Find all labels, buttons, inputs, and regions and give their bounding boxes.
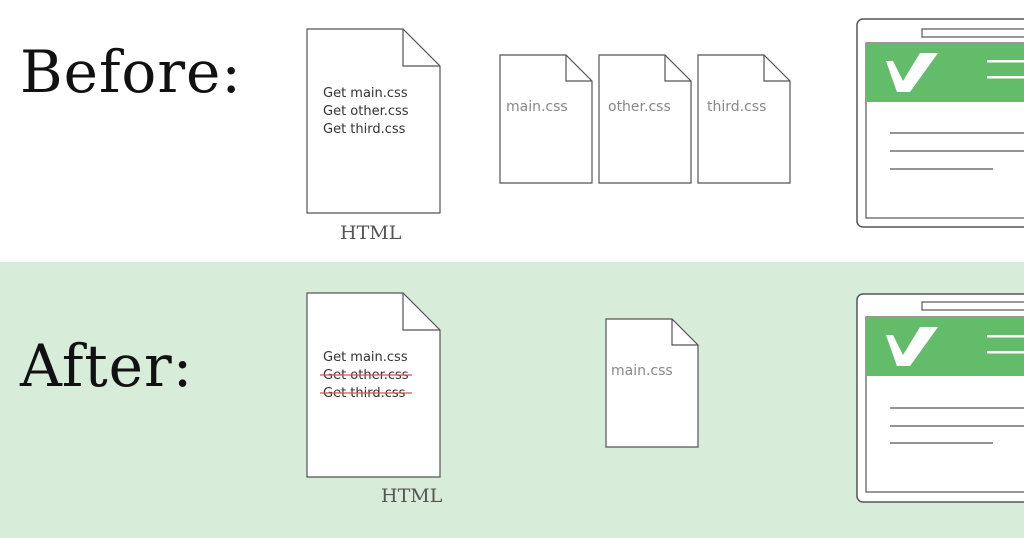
before-html-line-2: Get other.css — [323, 104, 409, 119]
after-browser-window-icon — [856, 293, 1024, 503]
before-heading: Before: — [20, 38, 242, 106]
after-css-file-1-label: main.css — [611, 363, 673, 379]
before-hamburger-menu-icon — [987, 60, 1024, 79]
before-html-line-1: Get main.css — [323, 86, 408, 101]
before-checkmark-logo-icon — [886, 53, 938, 92]
after-css-file-1-document-icon — [605, 318, 699, 448]
before-html-line-3: Get third.css — [323, 122, 406, 137]
before-html-document-icon — [306, 28, 441, 214]
before-css-file-2-document-icon — [598, 54, 692, 184]
after-heading: After: — [20, 332, 194, 400]
before-html-caption: HTML — [340, 222, 402, 244]
after-html-document-icon — [306, 292, 441, 478]
before-css-file-1-document-icon — [499, 54, 593, 184]
before-panel: Before: — [0, 0, 1024, 262]
before-css-file-3-document-icon — [697, 54, 791, 184]
before-css-file-3-label: third.css — [707, 99, 766, 115]
before-css-file-1-label: main.css — [506, 99, 568, 115]
after-checkmark-logo-icon — [886, 327, 938, 366]
after-panel: After: — [0, 262, 1024, 538]
before-browser-window-icon — [856, 18, 1024, 228]
after-hamburger-menu-icon — [987, 335, 1024, 354]
after-html-caption: HTML — [381, 485, 443, 507]
before-css-file-2-label: other.css — [608, 99, 671, 115]
after-html-line-1: Get main.css — [323, 350, 408, 365]
